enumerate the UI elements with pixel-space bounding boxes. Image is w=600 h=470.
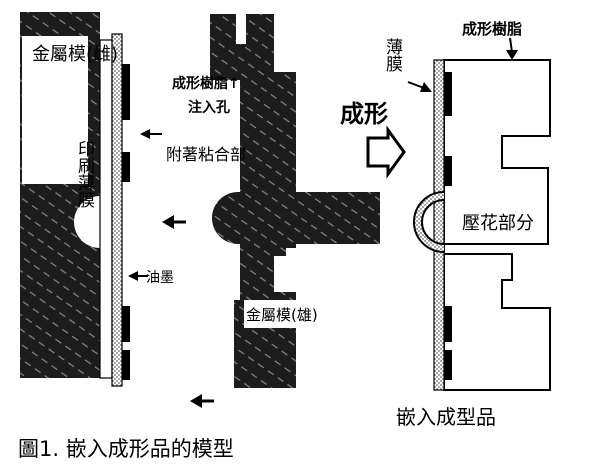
product-label: 嵌入成型品 <box>396 405 496 429</box>
adhesive-label: 附著粘合部 <box>166 145 246 164</box>
figure-caption: 圖1. 嵌入成形品的模型 <box>18 437 234 461</box>
arrow-left-icon <box>190 394 214 408</box>
ink-block <box>122 152 130 182</box>
printed-film <box>99 39 113 379</box>
female-mold-label-area <box>22 36 88 184</box>
arrow-down-icon <box>506 37 518 60</box>
product-emboss-bump-dots <box>415 193 445 251</box>
product-ink <box>444 306 452 342</box>
forming-arrow-icon <box>366 125 406 179</box>
product-ink <box>444 156 452 186</box>
arrow-down-right-icon <box>407 81 432 92</box>
arrow-left-icon <box>140 129 162 139</box>
emboss-label: 壓花部分 <box>462 213 534 234</box>
metal-mold-left-label: 金屬模(雌) <box>32 44 118 65</box>
film-dotted-backing <box>111 33 123 387</box>
forming-label: 成形 <box>340 100 388 128</box>
ink-block <box>122 350 130 380</box>
ink-label: 油墨 <box>146 270 174 286</box>
metal-mold-right-label: 金屬模(雄) <box>246 306 318 324</box>
female-mold-semicircle-cavity <box>74 196 100 248</box>
resin-inlet-label: 成形樹脂↑ <box>172 75 240 92</box>
product-ink <box>444 350 452 380</box>
ink-block <box>122 64 130 120</box>
arrow-left-icon <box>162 215 186 229</box>
printed-film-label: 印刷薄膜 <box>74 140 95 209</box>
male-mold-label-box <box>244 300 336 328</box>
ink-block <box>122 306 130 342</box>
product-film <box>433 59 445 391</box>
thin-film-label: 薄膜 <box>382 38 403 73</box>
arrow-left-icon <box>128 271 148 281</box>
label-char: 金屬模(雌) <box>32 44 118 65</box>
male-mold-emboss-boss <box>212 192 296 244</box>
inlet-hole-label: 注入孔 <box>188 99 230 116</box>
product-ink <box>444 72 452 116</box>
resin-top-label: 成形樹脂 <box>462 20 522 38</box>
